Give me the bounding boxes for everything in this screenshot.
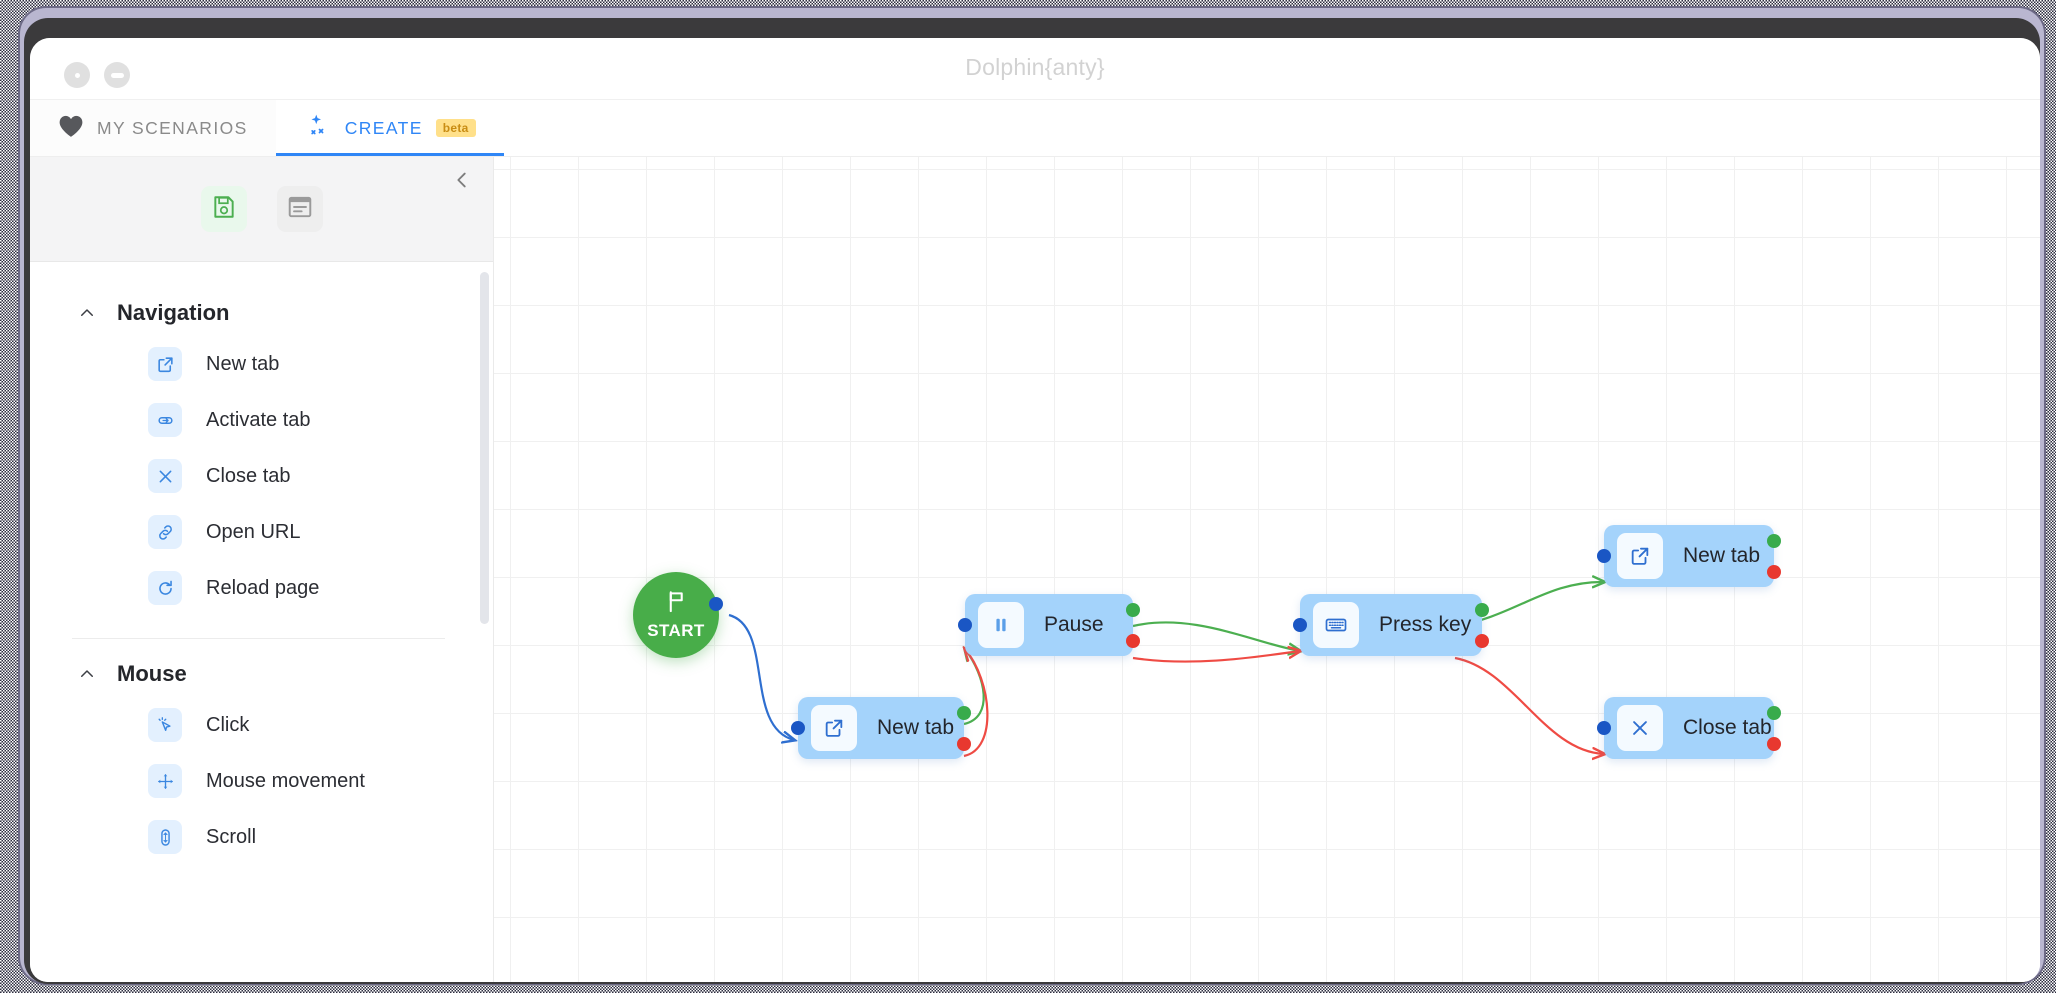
sidebar-item-reload-page-label: Reload page — [206, 576, 320, 599]
sidebar-collapse-button[interactable] — [445, 165, 479, 199]
flow-node-new-tab-2-label: New tab — [1683, 544, 1761, 567]
application-window: Dolphin{anty} MY SCENARIOS — [30, 38, 2040, 982]
keyboard-icon — [1313, 602, 1359, 648]
sidebar-item-mouse-movement[interactable]: Mouse movement — [30, 753, 493, 809]
flow-node-press-key-label: Press key — [1379, 613, 1472, 636]
edge-pause-to-presskey-success — [1132, 621, 1300, 651]
tab-create-label: CREATE — [344, 117, 423, 138]
edge-pause-to-presskey-error — [1132, 651, 1300, 663]
edge-layer — [728, 157, 2040, 982]
tab-my-scenarios-label: MY SCENARIOS — [97, 117, 248, 138]
port-in[interactable] — [1597, 549, 1611, 563]
port-in[interactable] — [1597, 721, 1611, 735]
flow-canvas[interactable]: START New tab — [494, 157, 2040, 982]
beta-badge: beta — [435, 119, 476, 137]
magic-wand-icon — [304, 112, 332, 145]
port-in[interactable] — [791, 721, 805, 735]
log-document-icon — [287, 194, 313, 225]
scroll-icon — [148, 820, 182, 854]
sidebar-item-reload-page[interactable]: Reload page — [30, 560, 493, 616]
port-out-success[interactable] — [957, 705, 971, 720]
save-disk-icon — [211, 194, 237, 225]
heart-icon — [58, 114, 84, 143]
flow-node-new-tab-2[interactable]: New tab — [1597, 525, 1781, 587]
port-out-success[interactable] — [1767, 705, 1781, 720]
chevron-up-icon — [78, 304, 96, 322]
sidebar-group-mouse[interactable]: Mouse — [30, 645, 493, 697]
minimize-icon — [110, 72, 124, 78]
tab-my-scenarios[interactable]: MY SCENARIOS — [30, 100, 276, 156]
port-in[interactable] — [1293, 618, 1307, 632]
save-scenario-button[interactable] — [200, 186, 247, 232]
sidebar: Navigation New tab — [30, 157, 494, 982]
body-split: Navigation New tab — [30, 157, 2040, 982]
flow-node-new-tab-1-label: New tab — [877, 716, 955, 739]
flow-node-new-tab-1[interactable]: New tab — [791, 697, 971, 759]
external-link-icon — [148, 347, 182, 381]
flow-node-pause-label: Pause — [1044, 613, 1104, 636]
external-link-icon — [811, 705, 857, 751]
window-close-button[interactable] — [64, 62, 90, 88]
link-chain-icon — [148, 515, 182, 549]
flow-node-start-label: START — [647, 621, 705, 640]
close-x-icon — [1617, 705, 1663, 751]
window-title: Dolphin{anty} — [965, 54, 1105, 80]
sidebar-item-activate-tab[interactable]: Activate tab — [30, 392, 493, 448]
flow-node-close-tab-label: Close tab — [1683, 716, 1772, 739]
sidebar-divider — [72, 638, 445, 639]
move-arrows-icon — [148, 764, 182, 798]
chevron-up-icon — [78, 665, 96, 683]
sidebar-item-new-tab-label: New tab — [206, 352, 280, 375]
flow-node-start[interactable]: START — [633, 572, 723, 658]
sidebar-scrollbar-thumb[interactable] — [480, 272, 489, 624]
titlebar: Dolphin{anty} — [30, 38, 2040, 100]
pause-icon — [978, 602, 1024, 648]
sidebar-item-click[interactable]: Click — [30, 697, 493, 753]
sidebar-group-mouse-title: Mouse — [117, 661, 187, 686]
close-dot-icon — [74, 72, 80, 78]
port-out-start[interactable] — [709, 597, 723, 611]
sidebar-item-click-label: Click — [206, 713, 250, 736]
sidebar-item-activate-tab-label: Activate tab — [206, 408, 311, 431]
canvas-area: START New tab — [494, 157, 2040, 982]
port-out-error[interactable] — [1475, 633, 1489, 648]
window-minimize-button[interactable] — [104, 62, 130, 88]
port-out-error[interactable] — [957, 736, 971, 751]
reload-icon — [148, 571, 182, 605]
port-out-error[interactable] — [1767, 564, 1781, 579]
port-out-error[interactable] — [1767, 736, 1781, 751]
flag-icon — [664, 589, 689, 619]
port-out-success[interactable] — [1475, 602, 1489, 617]
activate-tab-icon — [148, 403, 182, 437]
edge-presskey-to-closetab-error — [1454, 656, 1604, 754]
chevron-left-icon — [451, 169, 473, 196]
edge-start-to-newtab1 — [728, 613, 794, 740]
sidebar-item-open-url-label: Open URL — [206, 520, 301, 543]
port-out-success[interactable] — [1126, 602, 1140, 617]
scenario-log-button[interactable] — [276, 186, 323, 232]
sidebar-scrollbar-track[interactable] — [480, 262, 491, 982]
port-out-success[interactable] — [1767, 533, 1781, 548]
sidebar-toolbar — [30, 157, 493, 262]
close-x-icon — [148, 459, 182, 493]
sidebar-scroll-region[interactable]: Navigation New tab — [30, 262, 493, 982]
flow-node-press-key[interactable]: Press key — [1293, 594, 1489, 656]
sidebar-item-close-tab[interactable]: Close tab — [30, 448, 493, 504]
tab-strip: MY SCENARIOS CREATE beta — [30, 100, 2040, 157]
sidebar-item-scroll-label: Scroll — [206, 825, 257, 848]
cursor-click-icon — [148, 708, 182, 742]
sidebar-group-navigation[interactable]: Navigation — [30, 284, 493, 336]
port-in[interactable] — [958, 618, 972, 632]
flow-node-pause[interactable]: Pause — [958, 594, 1140, 656]
sidebar-item-open-url[interactable]: Open URL — [30, 504, 493, 560]
sidebar-group-navigation-title: Navigation — [117, 300, 230, 325]
sidebar-item-close-tab-label: Close tab — [206, 464, 291, 487]
tab-create[interactable]: CREATE beta — [275, 100, 504, 156]
sidebar-item-mouse-movement-label: Mouse movement — [206, 769, 365, 792]
flow-node-close-tab[interactable]: Close tab — [1597, 697, 1781, 759]
sidebar-item-new-tab[interactable]: New tab — [30, 336, 493, 392]
external-link-icon — [1617, 533, 1663, 579]
sidebar-item-scroll[interactable]: Scroll — [30, 809, 493, 865]
port-out-error[interactable] — [1126, 633, 1140, 648]
